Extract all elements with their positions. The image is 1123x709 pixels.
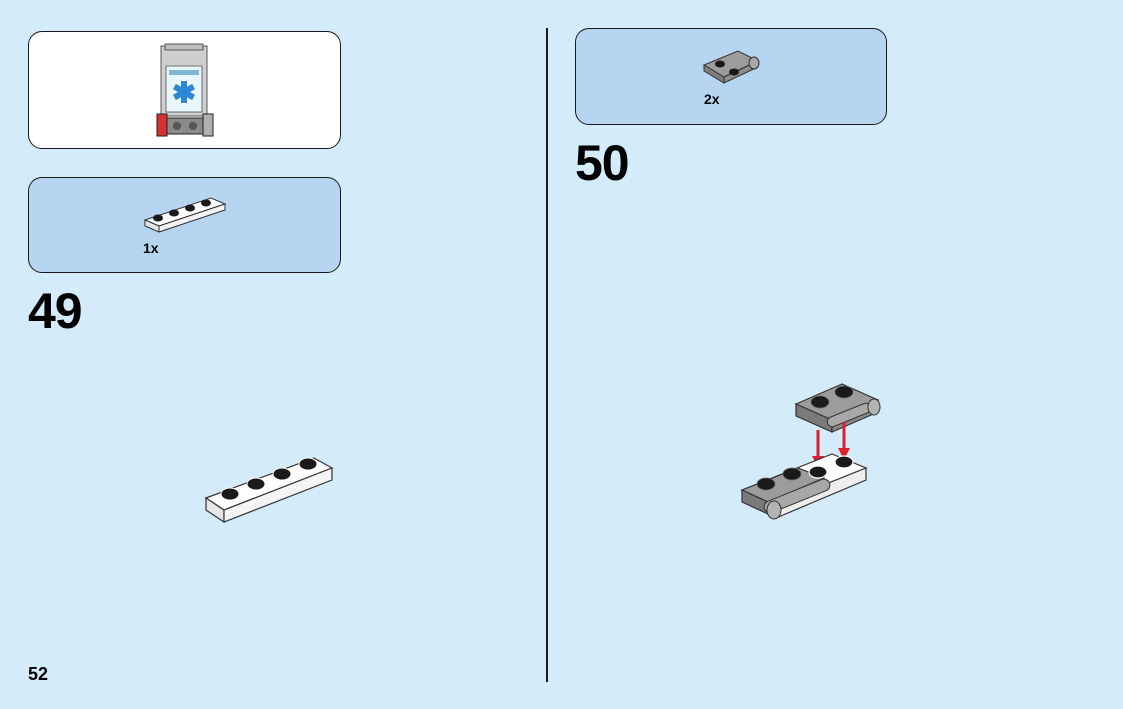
part-quantity: 1x	[143, 240, 159, 256]
white-plate-with-handle	[740, 453, 868, 520]
step-number-50: 50	[575, 135, 630, 191]
parts-callout-step-50: 2x	[575, 28, 887, 125]
submodel-preview-box	[28, 31, 341, 149]
parts-callout-step-49: 1x	[28, 177, 341, 273]
part-quantity: 2x	[704, 91, 720, 107]
white-plate-1x4-icon	[204, 457, 334, 524]
page-divider	[546, 28, 548, 682]
assembly-gray-handles-on-white-plate-icon	[740, 383, 881, 520]
page-number: 52	[28, 664, 49, 684]
step-number-49: 49	[28, 283, 83, 339]
white-plate-1x4-icon	[143, 197, 227, 233]
gray-plate-handle-upper	[794, 383, 881, 433]
gray-plate-handle-icon	[702, 50, 760, 84]
ambulance-sign-submodel-icon	[156, 43, 214, 137]
